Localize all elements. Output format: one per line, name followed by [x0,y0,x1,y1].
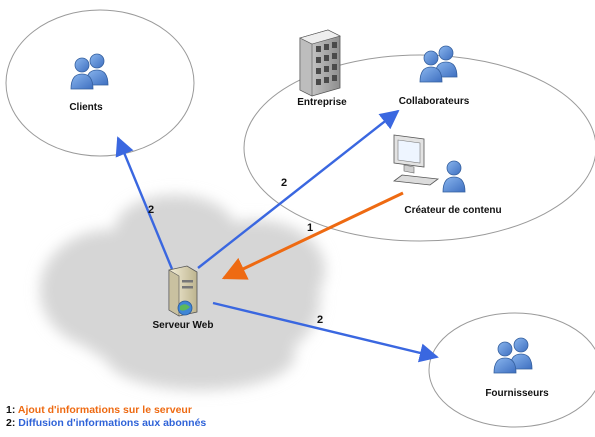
clients-label: Clients [69,102,103,113]
cloud-background [40,195,325,390]
arrow-createur-to-serveur [221,191,404,280]
single-user-icon [442,160,466,193]
legend-row-1: 1: Ajout d'informations sur le serveur [6,404,206,417]
arrow-serveur-to-collaborateurs [197,109,400,269]
step-label-serveur-clients: 2 [148,204,154,216]
fournisseurs-ellipse [428,312,595,428]
desktop-computer-icon [392,134,440,186]
legend-number-1: 1: [6,404,16,416]
legend-text-1: Ajout d'informations sur le serveur [17,404,192,416]
entreprise-ellipse [243,54,595,242]
step-label-createur-serveur: 1 [307,222,313,234]
users-group-icon [70,53,109,90]
arrow-serveur-to-fournisseurs [212,301,439,363]
serveur-label: Serveur Web [153,320,214,331]
clients-ellipse [5,9,195,157]
web-server-icon [168,265,198,317]
legend: 1: Ajout d'informations sur le serveur 2… [6,404,206,430]
users-group-icon [419,45,458,83]
legend-row-2: 2: Diffusion d'informations aux abonnés [6,417,206,430]
legend-number-2: 2: [6,417,16,429]
step-label-serveur-collaborateurs: 2 [281,177,287,189]
fournisseurs-label: Fournisseurs [485,388,549,399]
collaborateurs-label: Collaborateurs [399,96,470,107]
legend-text-2: Diffusion d'informations aux abonnés [18,417,207,429]
step-label-serveur-fournisseurs: 2 [317,314,323,326]
arrow-serveur-to-clients [115,136,174,270]
users-group-icon [493,337,533,374]
entreprise-label: Entreprise [297,97,347,108]
office-building-icon [299,29,341,97]
createur-label: Créateur de contenu [404,205,501,216]
